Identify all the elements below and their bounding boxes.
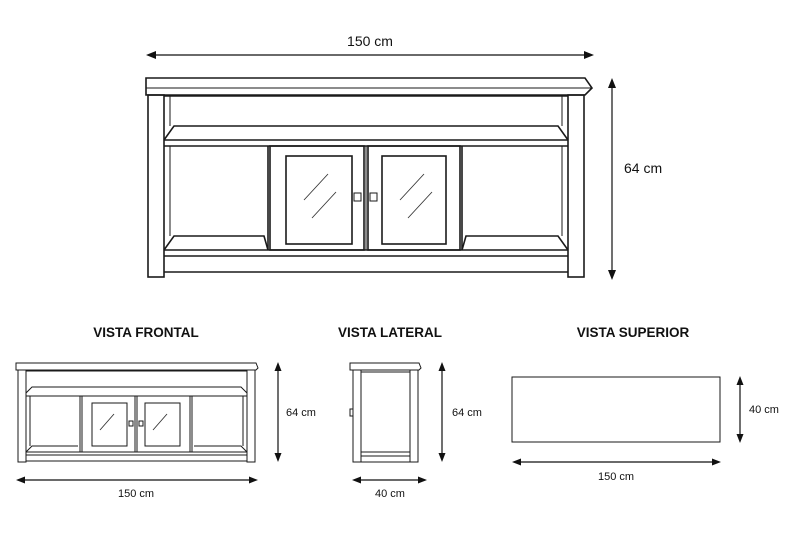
main-width-dimension: 150 cm — [146, 33, 594, 59]
side-height-dimension: 64 cm — [438, 362, 482, 462]
front-view-title: VISTA FRONTAL — [93, 325, 199, 340]
top-view-title: VISTA SUPERIOR — [577, 325, 690, 340]
top-depth-dimension: 40 cm — [736, 376, 779, 443]
top-width-dimension: 150 cm — [512, 458, 721, 483]
side-view-title: VISTA LATERAL — [338, 325, 442, 340]
side-view: VISTA LATERAL 40 cm 64 cm — [338, 325, 482, 500]
side-height-label: 64 cm — [452, 407, 482, 419]
main-height-label: 64 cm — [624, 160, 662, 176]
top-depth-label: 40 cm — [749, 404, 779, 416]
top-view: VISTA SUPERIOR 150 cm 40 cm — [511, 325, 779, 483]
front-view: VISTA FRONTAL 150 cm — [15, 325, 316, 500]
top-width-label: 150 cm — [598, 471, 634, 483]
front-height-label: 64 cm — [286, 407, 316, 419]
side-depth-label: 40 cm — [375, 488, 405, 500]
side-depth-dimension: 40 cm — [352, 476, 427, 500]
main-view: 150 cm — [145, 33, 662, 280]
main-width-label: 150 cm — [347, 33, 393, 49]
main-height-dimension: 64 cm — [608, 78, 662, 280]
front-width-dimension: 150 cm — [16, 476, 258, 500]
front-height-dimension: 64 cm — [274, 362, 316, 462]
front-width-label: 150 cm — [118, 488, 154, 500]
